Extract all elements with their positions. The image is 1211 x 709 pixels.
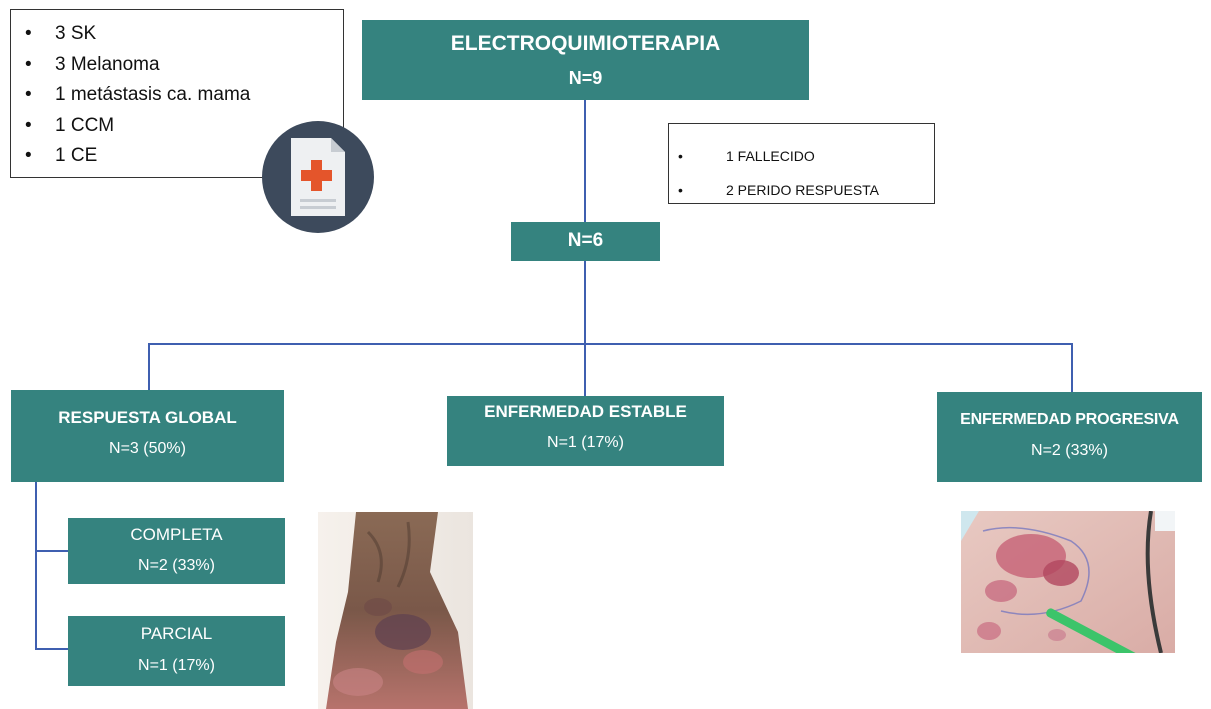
complete-count: N=2 (33%) (138, 557, 215, 574)
hand-lesion-photo (318, 512, 473, 709)
partial-title: PARCIAL (140, 624, 213, 643)
complete-title: COMPLETA (130, 525, 223, 544)
stable-count: N=1 (17%) (547, 434, 624, 451)
connector-root-to-n6 (584, 99, 586, 222)
global-response-box: RESPUESTA GLOBAL N=3 (50%) (11, 390, 284, 482)
exclusions-box: 1 FALLECIDO 2 PERIDO RESPUESTA (668, 123, 935, 207)
medical-document-icon (261, 120, 375, 234)
list-item: 1 CCM (25, 111, 343, 142)
abdomen-lesion-photo (961, 511, 1175, 653)
stable-title: ENFERMEDAD ESTABLE (484, 402, 687, 421)
exclusion-item: 1 FALLECIDO (678, 139, 934, 173)
connector-to-progressive (1071, 343, 1073, 392)
connector-horizontal (148, 343, 1072, 345)
list-item: 3 Melanoma (25, 50, 343, 81)
global-title: RESPUESTA GLOBAL (58, 408, 237, 427)
list-item: 3 SK (25, 19, 343, 50)
n6-box: N=6 (511, 222, 660, 261)
connector-to-partial (35, 648, 68, 650)
partial-response-box: PARCIAL N=1 (17%) (68, 616, 285, 686)
list-item: 1 CE (25, 141, 343, 172)
exclusion-item: 2 PERIDO RESPUESTA (678, 173, 934, 207)
stable-disease-box: ENFERMEDAD ESTABLE N=1 (17%) (447, 396, 724, 466)
diagnosis-list: 3 SK 3 Melanoma 1 metástasis ca. mama 1 … (10, 9, 344, 178)
root-count: N=9 (568, 68, 603, 88)
progressive-count: N=2 (33%) (1031, 442, 1108, 459)
connector-to-global (148, 343, 150, 390)
connector-sub-vertical (35, 482, 37, 649)
global-count: N=3 (50%) (109, 440, 186, 457)
progressive-title: ENFERMEDAD PROGRESIVA (960, 411, 1179, 428)
root-title: ELECTROQUIMIOTERAPIA (450, 32, 721, 55)
connector-to-complete (35, 550, 68, 552)
connector-n6-down (584, 260, 586, 344)
complete-response-box: COMPLETA N=2 (33%) (68, 518, 285, 584)
progressive-disease-box: ENFERMEDAD PROGRESIVA N=2 (33%) (937, 392, 1202, 482)
list-item: 1 metástasis ca. mama (25, 80, 343, 111)
root-box: ELECTROQUIMIOTERAPIA N=9 (362, 20, 809, 100)
n6-count: N=6 (567, 230, 604, 251)
connector-to-stable (584, 343, 586, 396)
partial-count: N=1 (17%) (138, 657, 215, 674)
